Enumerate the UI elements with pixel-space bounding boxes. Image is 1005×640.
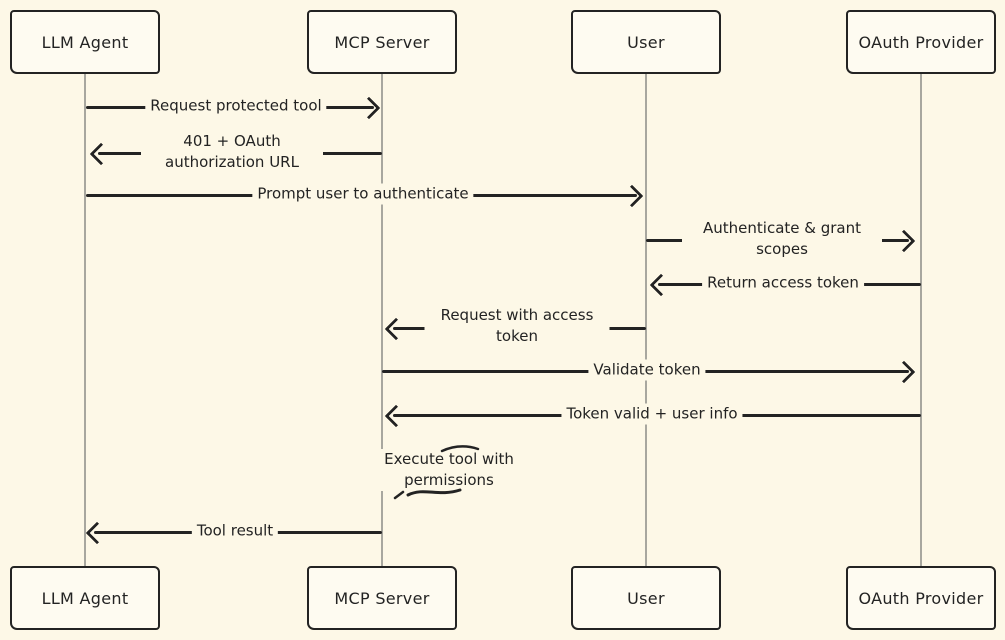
arrowhead-left-icon bbox=[384, 317, 408, 341]
message-label: Return access token bbox=[702, 272, 864, 294]
actor-mcp-server-bottom: MCP Server bbox=[307, 566, 457, 630]
note-overline-squiggle bbox=[440, 445, 480, 453]
arrowhead-left-icon bbox=[85, 521, 109, 545]
actor-label: LLM Agent bbox=[41, 588, 129, 608]
message-label: 401 + OAuth authorization URL bbox=[141, 131, 323, 173]
arrowhead-right-icon bbox=[357, 96, 381, 120]
message-label: Request protected tool bbox=[145, 95, 327, 117]
actor-label: User bbox=[627, 32, 665, 52]
message-label: Validate token bbox=[588, 359, 706, 381]
arrowhead-left-icon bbox=[89, 142, 113, 166]
message-label: Request with access token bbox=[424, 305, 610, 347]
actor-label: LLM Agent bbox=[41, 32, 129, 52]
arrowhead-right-icon bbox=[620, 184, 644, 208]
message-label: Prompt user to authenticate bbox=[252, 183, 474, 205]
self-note: Execute tool with permissions bbox=[361, 449, 537, 491]
lifeline-mcp-server bbox=[381, 74, 383, 566]
actor-oauth-provider-top: OAuth Provider bbox=[846, 10, 996, 74]
message-label: Token valid + user info bbox=[561, 403, 743, 425]
lifeline-llm-agent bbox=[84, 74, 86, 566]
actor-llm-agent-top: LLM Agent bbox=[10, 10, 160, 74]
message-label: Authenticate & grant scopes bbox=[682, 218, 882, 260]
arrowhead-right-icon bbox=[892, 229, 916, 253]
actor-user-top: User bbox=[571, 10, 721, 74]
actor-oauth-provider-bottom: OAuth Provider bbox=[846, 566, 996, 630]
actor-label: User bbox=[627, 588, 665, 608]
actor-label: OAuth Provider bbox=[858, 588, 984, 608]
arrowhead-left-icon bbox=[384, 404, 408, 428]
note-underline-squiggle bbox=[393, 488, 462, 500]
lifeline-user bbox=[645, 74, 647, 566]
actor-label: OAuth Provider bbox=[858, 32, 984, 52]
arrowhead-left-icon bbox=[649, 273, 673, 297]
actor-llm-agent-bottom: LLM Agent bbox=[10, 566, 160, 630]
actor-label: MCP Server bbox=[334, 32, 430, 52]
actor-label: MCP Server bbox=[334, 588, 430, 608]
message-label: Tool result bbox=[191, 520, 279, 542]
actor-user-bottom: User bbox=[571, 566, 721, 630]
actor-mcp-server-top: MCP Server bbox=[307, 10, 457, 74]
lifeline-oauth-provider bbox=[920, 74, 922, 566]
arrowhead-right-icon bbox=[892, 360, 916, 384]
